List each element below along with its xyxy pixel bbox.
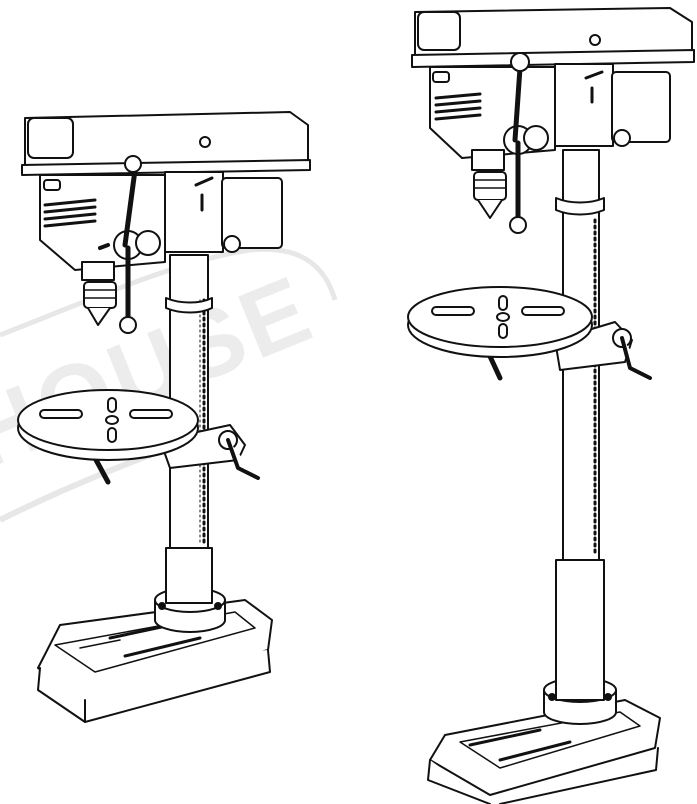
floor-head	[411, 7, 695, 159]
bench-round-table	[17, 389, 199, 461]
bench-chuck	[81, 261, 117, 326]
bench-feed-handles	[98, 155, 161, 334]
bench-head	[21, 111, 311, 271]
watermark-text: HOUSE	[0, 255, 328, 490]
floor-round-table	[407, 286, 593, 358]
floor-base	[427, 699, 661, 804]
floor-table-bracket	[485, 321, 652, 381]
floor-feed-handles	[503, 52, 549, 234]
floor-chuck	[471, 149, 507, 219]
watermark-logo: HOUSE	[0, 246, 338, 523]
bench-drill-press-icon	[17, 111, 311, 723]
floor-drill-press-icon	[407, 7, 695, 804]
floor-column	[555, 149, 605, 701]
